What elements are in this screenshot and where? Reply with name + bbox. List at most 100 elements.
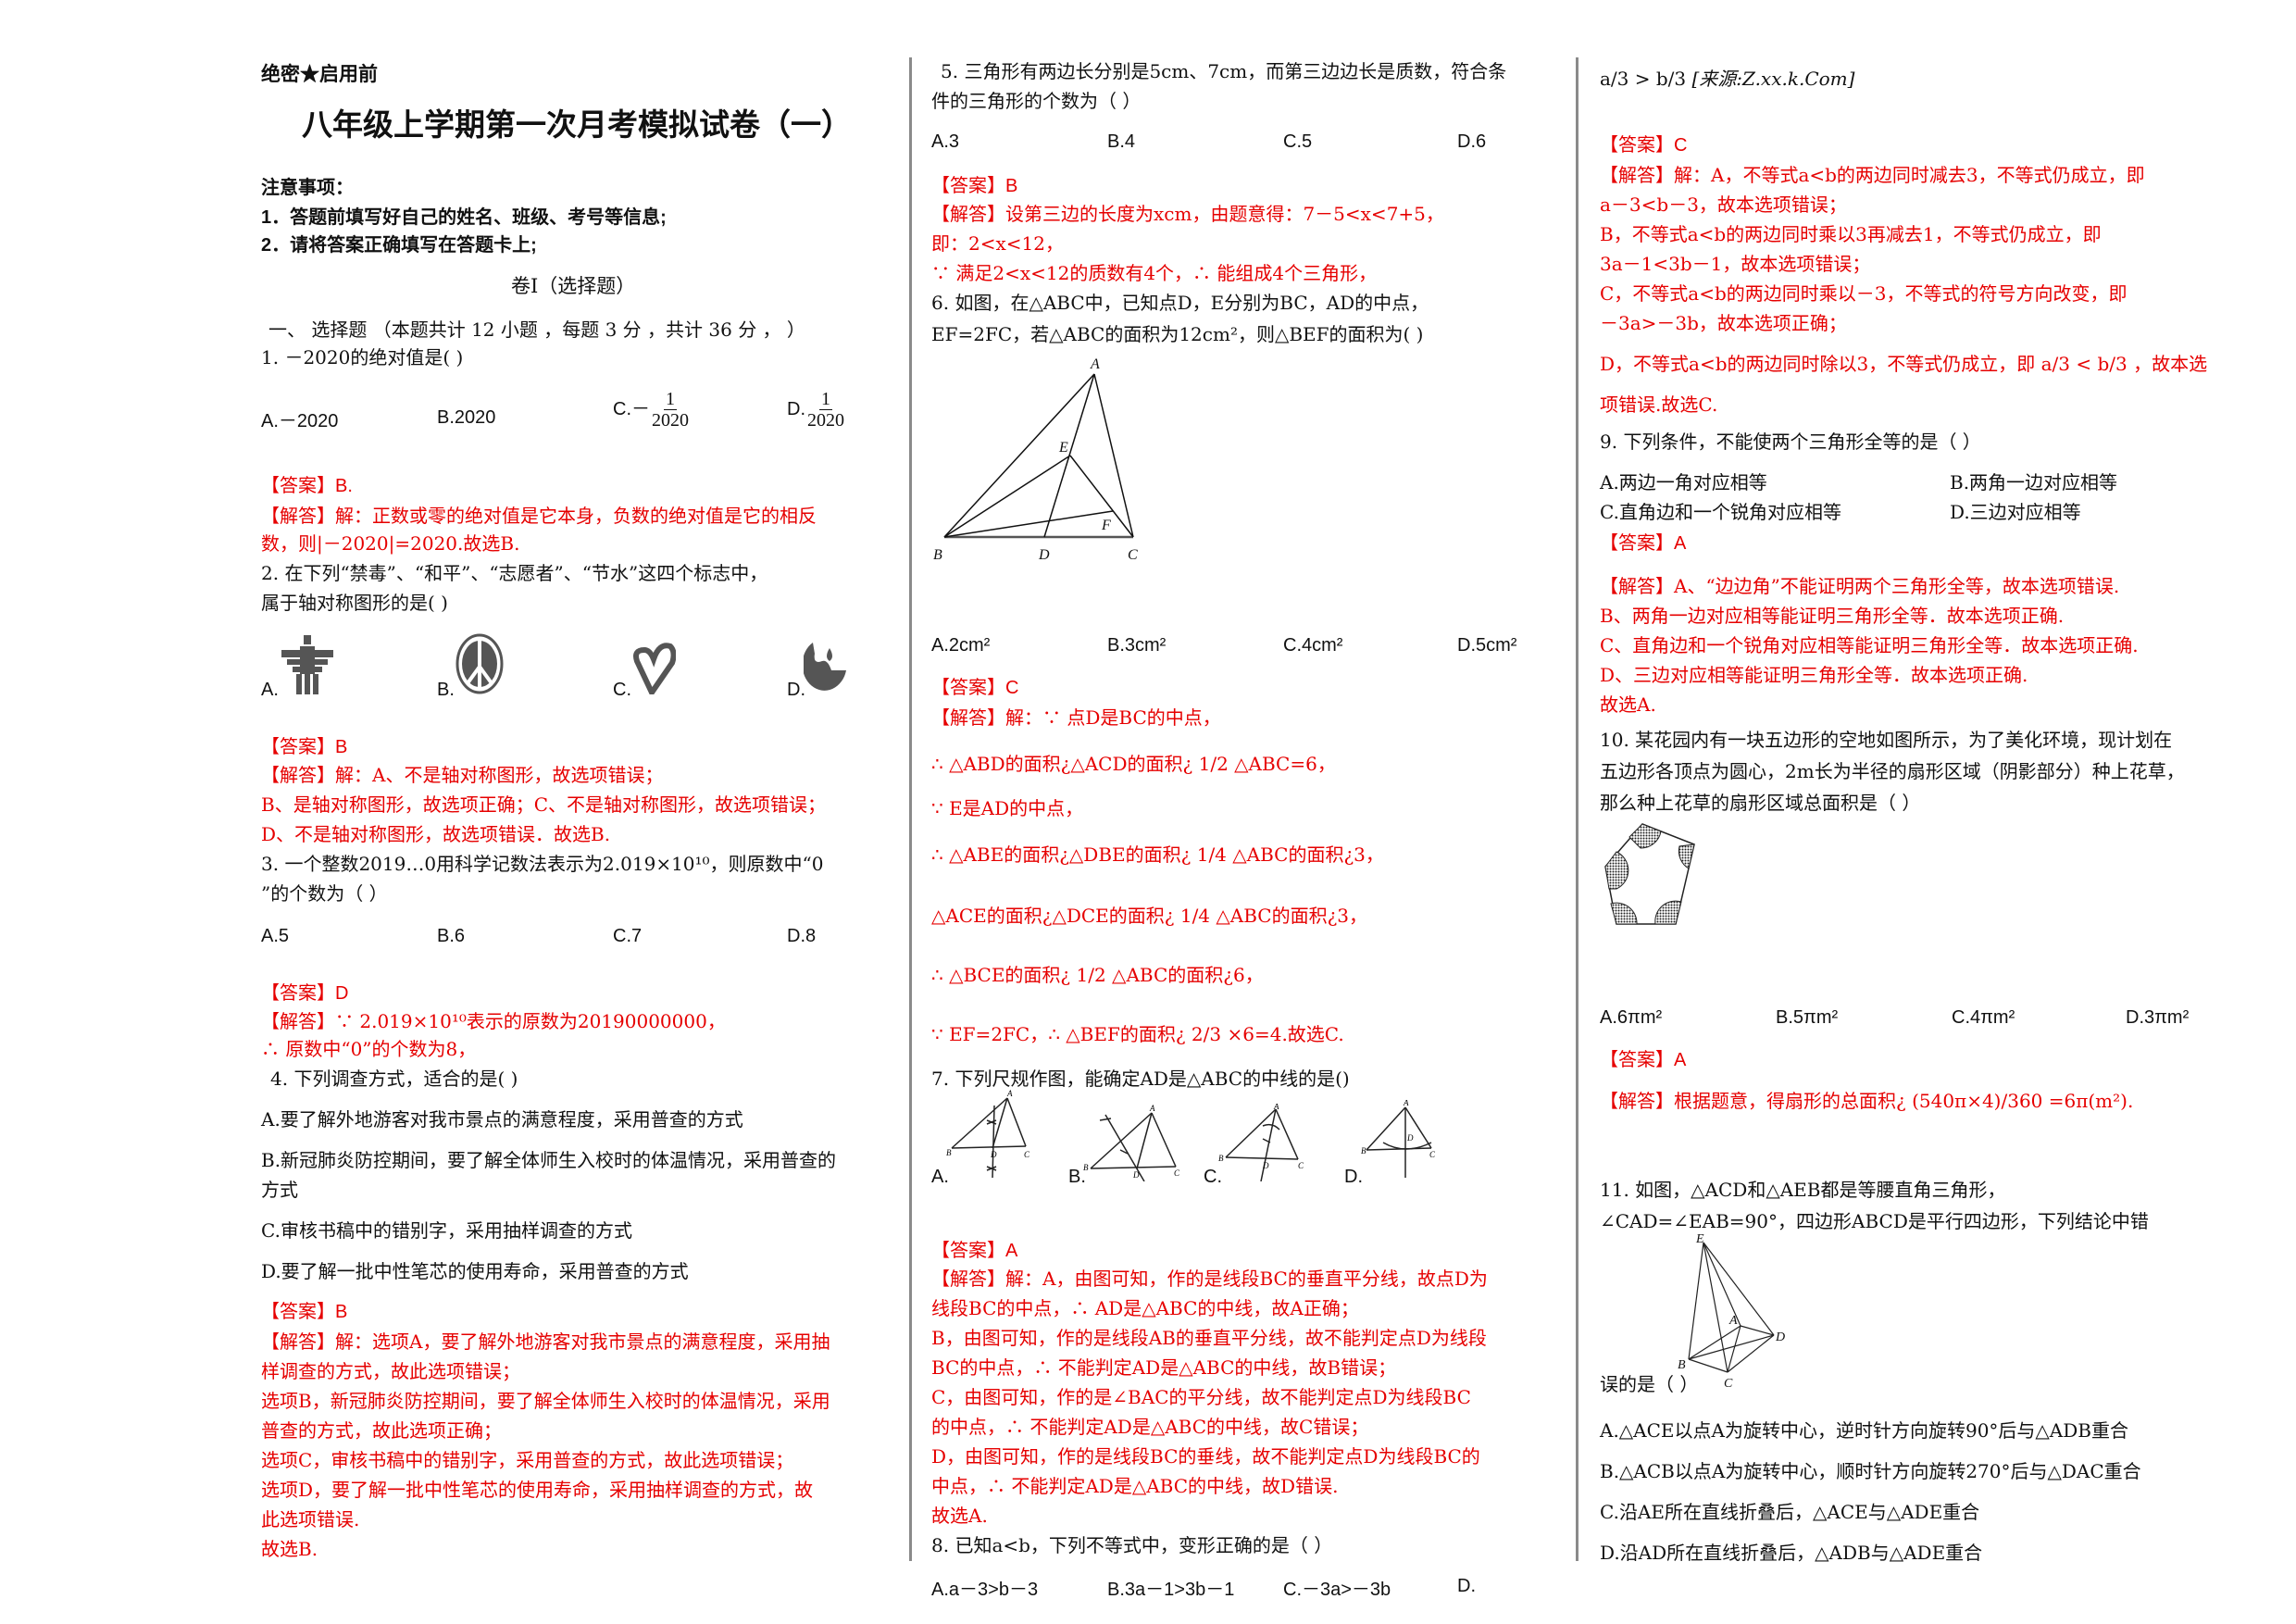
answer: 【答案】A: [931, 1241, 1018, 1261]
question-stem: 误的是（ ）: [1600, 1373, 1699, 1395]
svg-text:B: B: [946, 1148, 952, 1157]
option-b[interactable]: B.2020: [437, 407, 496, 428]
option-c[interactable]: C.5: [1283, 131, 1313, 152]
solution-line: －3a>－3b，故本选项正确；: [1600, 312, 1847, 334]
question-stem: 2. 在下列“禁毒”、“和平”、“志愿者”、“节水”这四个标志中，: [261, 562, 768, 584]
solution-line: 3a－1<3b－1，故本选项错误；: [1600, 253, 1871, 275]
option-c[interactable]: C.直角边和一个锐角对应相等: [1600, 501, 1841, 523]
option-d[interactable]: D.3πm²: [2126, 1007, 2190, 1028]
solution-line: 普查的方式，故此选项正确；: [261, 1419, 502, 1442]
question-stem: 五边形各顶点为圆心，2m长为半径的扇形区域（阴影部分）种上花草，: [1600, 760, 2185, 782]
option-a[interactable]: A.－2020: [261, 411, 339, 431]
heart-hand-icon: [633, 643, 676, 694]
solution-line: D、三边对应相等能证明三角形全等．故本选项正确.: [1600, 664, 2028, 686]
solution-line: B、是轴对称图形，故选项正确；C、不是轴对称图形，故选项错误；: [261, 793, 826, 816]
solution-line: 故选A.: [1600, 693, 1656, 716]
solution-line: 【解答】解：∵ 点D是BC的中点，: [931, 706, 1221, 729]
solution-line: ∵ E是AD的中点，: [931, 797, 1084, 819]
pentagon-garden-figure: [1604, 823, 1695, 925]
option-b[interactable]: B.: [437, 633, 504, 701]
solution-line: 的中点，∴ 不能判定AD是△ABC的中线，故C错误；: [931, 1416, 1369, 1438]
option-a[interactable]: A.6πm²: [1600, 1007, 1663, 1028]
solution-line: D，由图可知，作的是线段BC的垂线，故不能判定点D为线段BC的: [931, 1445, 1480, 1468]
solution-line: D、不是轴对称图形，故选项错误．故选B.: [261, 823, 611, 845]
option-b[interactable]: B.3cm²: [1107, 635, 1167, 656]
question-stem: 6. 如图，在△ABC中，已知点D，E分别为BC，AD的中点，: [931, 292, 1429, 314]
solution-line: ∴ △ABE的面积¿△DBE的面积¿ 1/4 △ABC的面积¿3，: [931, 843, 1384, 866]
option-c[interactable]: C.－3a>－3b: [1283, 1580, 1391, 1600]
option-b[interactable]: B.新冠肺炎防控期间，要了解全体师生入校时的体温情况，采用普查的: [261, 1149, 837, 1171]
source-note: [来源:Z.xx.k.Com]: [1691, 68, 1855, 90]
option-b-cont[interactable]: 方式: [261, 1179, 298, 1201]
solution-line: △ACE的面积¿△DCE的面积¿ 1/4 △ABC的面积¿3，: [931, 905, 1368, 927]
option-b[interactable]: B.△ACB以点A为旋转中心，顺时针方向旋转270°后与△DAC重合: [1600, 1460, 2141, 1482]
solution-line: C，由图可知，作的是∠BAC的平分线，故不能判定点D为线段BC: [931, 1386, 1471, 1408]
answer: 【答案】C: [1600, 135, 1688, 156]
option-d[interactable]: D.要了解一批中性笔芯的使用寿命，采用普查的方式: [261, 1260, 689, 1282]
svg-text:A: A: [1090, 356, 1100, 372]
notice-heading: 注意事项：: [261, 178, 354, 198]
option-c[interactable]: C.沿AE所在直线折叠后，△ACE与△ADE重合: [1600, 1501, 1980, 1523]
solution-line: D，不等式a<b的两边同时除以3，不等式仍成立，即 a/3 < b/3 ，故本选: [1600, 353, 2208, 375]
notice-item: 1．答题前填写好自己的姓名、班级、考号等信息;: [261, 207, 667, 228]
option-a[interactable]: A.要了解外地游客对我市景点的满意程度，采用普查的方式: [261, 1108, 743, 1131]
option-a[interactable]: A.△ACE以点A为旋转中心，逆时针方向旋转90°后与△ADB重合: [1600, 1419, 2128, 1442]
solution-line: 【解答】A、“边边角”不能证明两个三角形全等，故本选项错误.: [1600, 575, 2120, 597]
option-c[interactable]: C.: [613, 643, 676, 701]
option-b[interactable]: B.两角一边对应相等: [1950, 471, 2118, 493]
option-a[interactable]: A.: [261, 635, 333, 701]
option-b[interactable]: B.3a－1>3b－1: [1107, 1580, 1235, 1600]
peace-sign-icon: [455, 633, 504, 694]
solution-line: 【解答】解：A，不等式a<b的两边同时减去3，不等式仍成立，即: [1600, 164, 2145, 186]
answer: 【答案】D: [261, 983, 349, 1004]
solution-line: 【解答】∵ 2.019×10¹⁰表示的原数为20190000000，: [261, 1010, 726, 1032]
solution-line: 选项B，新冠肺炎防控期间，要了解全体师生入校时的体温情况，采用: [261, 1390, 830, 1412]
solution-line: 项错误.故选C.: [1600, 394, 1718, 416]
solution-line: BC的中点，∴ 不能判定AD是△ABC的中线，故B错误；: [931, 1356, 1397, 1379]
answer: 【答案】B: [261, 737, 348, 757]
solution-line: a－3<b－3，故本选项错误；: [1600, 194, 1847, 216]
option-d[interactable]: D.6: [1457, 131, 1487, 152]
option-c[interactable]: C.7: [613, 926, 643, 946]
option-d[interactable]: D.沿AD所在直线折叠后，△ADB与△ADE重合: [1600, 1542, 1983, 1564]
option-a[interactable]: A.a－3>b－3: [931, 1580, 1039, 1600]
option-b[interactable]: B.6: [437, 926, 466, 946]
option-d[interactable]: D.: [1457, 1576, 1476, 1596]
solution-line: 选项D，要了解一批中性笔芯的使用寿命，采用抽样调查的方式，故: [261, 1479, 814, 1501]
option-b[interactable]: B.5πm²: [1776, 1007, 1839, 1028]
option-d[interactable]: D.8: [787, 926, 817, 946]
option-a[interactable]: A.3: [931, 131, 960, 152]
option-a[interactable]: A.5: [261, 926, 290, 946]
svg-text:B: B: [1361, 1146, 1366, 1156]
question-stem: 件的三角形的个数为（ ）: [931, 90, 1142, 112]
solution-line: 【解答】解：A、不是轴对称图形，故选项错误；: [261, 764, 664, 786]
svg-text:D: D: [990, 1150, 997, 1159]
solution-line: ∴ △ABD的面积¿△ACD的面积¿ 1/2 △ABC=6，: [931, 753, 1336, 775]
question-stem: 1. －2020的绝对值是( ): [261, 346, 464, 369]
answer: 【答案】B: [931, 176, 1018, 196]
question-stem: 5. 三角形有两边长分别是5cm、7cm，而第三边边长是质数，符合条: [941, 60, 1507, 82]
option-b[interactable]: B.4: [1107, 131, 1136, 152]
option-c[interactable]: C.4cm²: [1283, 635, 1343, 656]
water-drop-circle-icon: [804, 643, 846, 691]
option-c[interactable]: C.审核书稿中的错别字，采用抽样调查的方式: [261, 1219, 632, 1242]
option-c[interactable]: C.4πm²: [1952, 1007, 2015, 1028]
question-stem: EF=2FC，若△ABC的面积为12cm²，则△BEF的面积为( ): [931, 323, 1424, 345]
option-d[interactable]: D.: [787, 643, 846, 701]
notice-item: 2．请将答案正确填写在答题卡上;: [261, 235, 537, 256]
svg-text:B: B: [933, 547, 942, 563]
option-a[interactable]: A.2cm²: [931, 635, 991, 656]
option-d[interactable]: D.5cm²: [1457, 635, 1517, 656]
option-d-value[interactable]: a/3 > b/3 [来源:Z.xx.k.Com]: [1600, 68, 1855, 90]
svg-text:C: C: [1024, 1150, 1030, 1159]
solution-line: ∴ 原数中“0”的个数为8，: [261, 1038, 477, 1060]
option-d[interactable]: D.三边对应相等: [1950, 501, 2081, 523]
option-a[interactable]: A.两边一角对应相等: [1600, 471, 1767, 493]
